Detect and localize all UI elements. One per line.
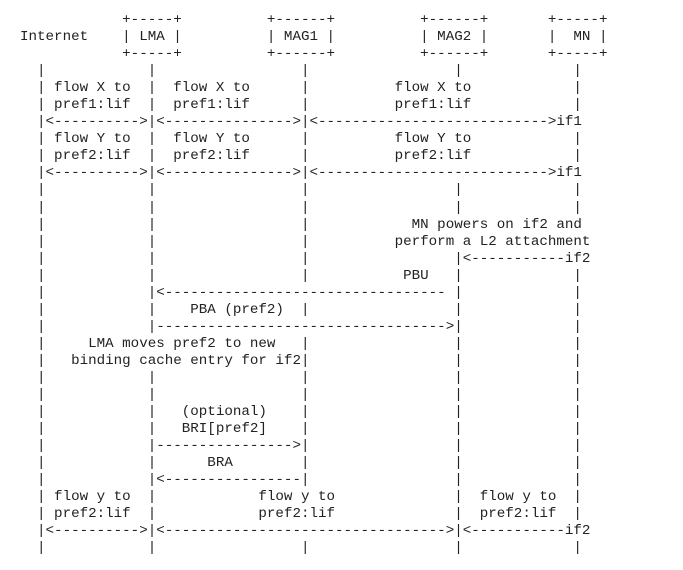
diagram-line: | |<----------------| | | (20, 472, 582, 489)
diagram-line: | LMA moves pref2 to new | | | (20, 335, 582, 352)
diagram-line: | | | |<-----------if2 (20, 250, 591, 267)
diagram-line: | flow y to | flow y to | flow y to | (20, 489, 582, 506)
diagram-line: | pref2:lif | pref2:lif | pref2:lif | (20, 506, 582, 523)
diagram-line: | |---------------------------------->| … (20, 318, 582, 335)
diagram-line: |<---------->|<-------------------------… (20, 523, 591, 540)
diagram-line: Internet | LMA | | MAG1 | | MAG2 | | MN … (20, 29, 608, 46)
diagram-line: | |---------------->| | | (20, 438, 582, 455)
diagram-line: |<---------->|<--------------->|<-------… (20, 114, 582, 131)
diagram-line: | | | | | (20, 387, 582, 404)
diagram-line: | binding cache entry for if2| | | (20, 352, 582, 369)
diagram-line: | | | | | (20, 369, 582, 386)
diagram-line: | flow X to | flow X to | flow X to | (20, 80, 582, 97)
diagram-line: | |<--------------------------------- | … (20, 284, 582, 301)
diagram-line: | | | | | (20, 199, 582, 216)
diagram-line: | | PBA (pref2) | | | (20, 301, 582, 318)
diagram-line: | pref2:lif | pref2:lif | pref2:lif | (20, 148, 582, 165)
diagram-line: | | BRI[pref2] | | | (20, 421, 582, 438)
diagram-line: | | | | | (20, 540, 582, 557)
diagram-line: | | | | | (20, 63, 582, 80)
diagram-line: | flow Y to | flow Y to | flow Y to | (20, 131, 582, 148)
diagram-line: | | | | | (20, 182, 582, 199)
diagram-line: | | BRA | | | (20, 455, 582, 472)
diagram-line: +-----+ +------+ +------+ +-----+ (20, 12, 608, 28)
diagram-line: | | | perform a L2 attachment (20, 233, 591, 250)
diagram-line: | | | PBU | | (20, 267, 582, 284)
diagram-line: | | | MN powers on if2 and (20, 216, 582, 233)
diagram-line: | pref1:lif | pref1:lif | pref1:lif | (20, 97, 582, 114)
diagram-line: |<---------->|<--------------->|<-------… (20, 165, 582, 182)
diagram-line: | | (optional) | | | (20, 404, 582, 421)
sequence-diagram: +-----+ +------+ +------+ +-----+ Intern… (20, 12, 607, 558)
diagram-line: +-----+ +------+ +------+ +-----+ (20, 46, 608, 63)
